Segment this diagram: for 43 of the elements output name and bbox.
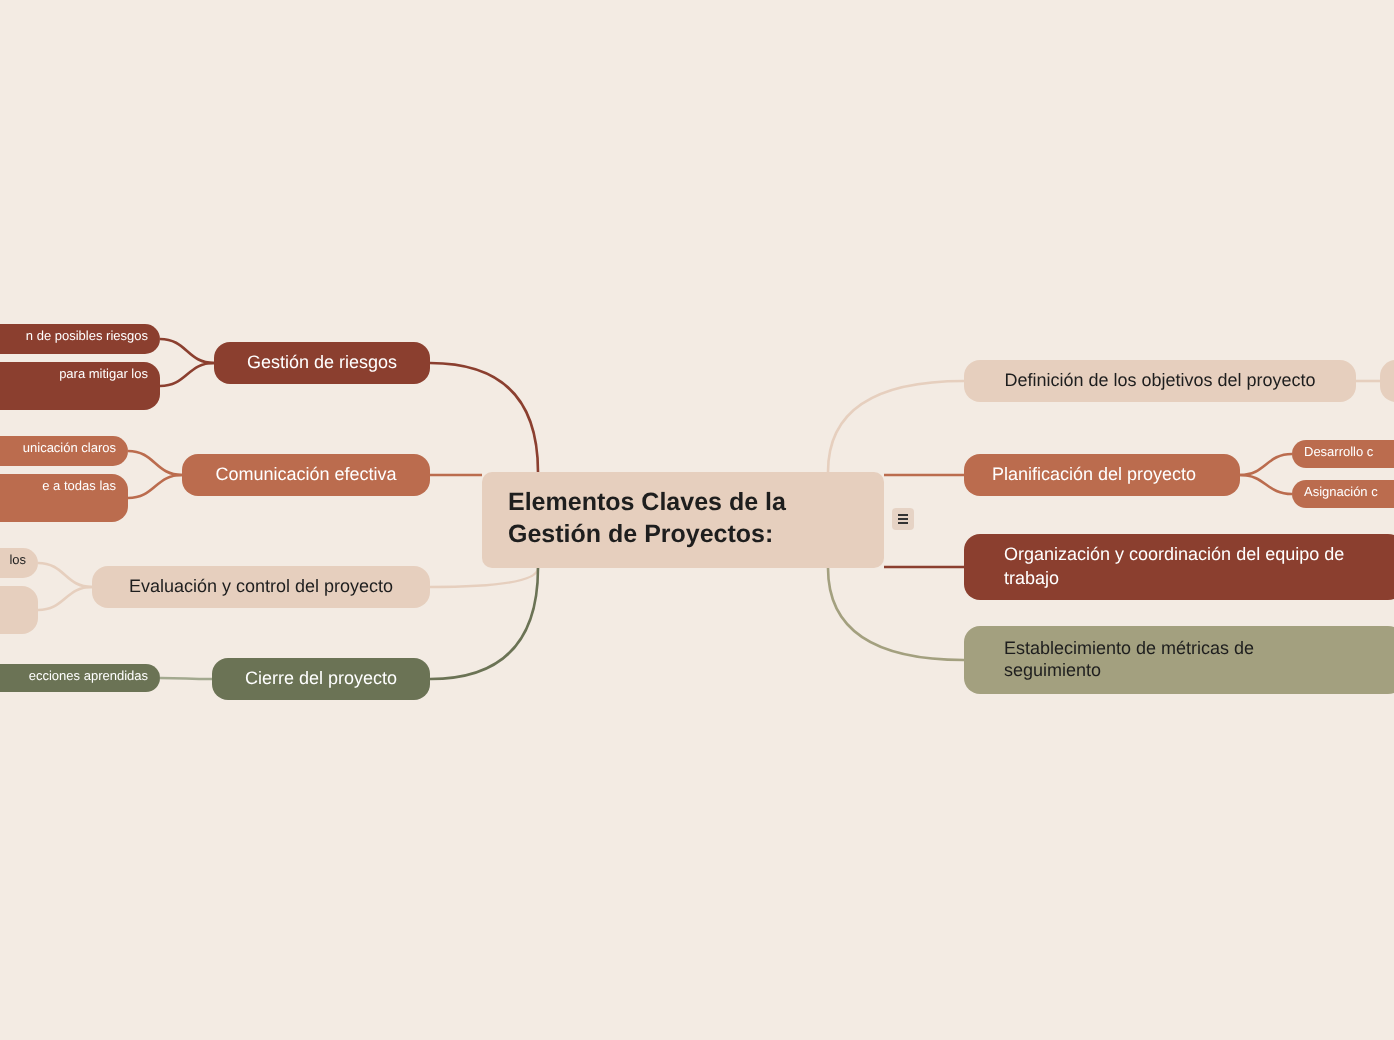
connector-line	[159, 361, 215, 388]
connector-line	[159, 337, 215, 365]
topic-box	[0, 324, 160, 354]
connector-line	[826, 567, 965, 662]
topic-label: Definición de los objetivos del proyecto	[1004, 369, 1316, 393]
topic-box	[182, 454, 430, 496]
topic-box	[1292, 480, 1394, 508]
topic-box	[1292, 440, 1394, 468]
connector-line	[884, 473, 964, 477]
connector-line	[127, 449, 183, 477]
topic-box	[964, 454, 1240, 496]
topic-box	[964, 626, 1394, 694]
topic-label: Comunicación efectiva	[215, 463, 397, 487]
topic-label: Organización y coordinación del equipo de trabajo	[1004, 544, 1347, 590]
connector-line	[429, 567, 540, 681]
topic-label: Establecimiento de métricas de seguimiento	[1004, 637, 1257, 683]
connector-line	[160, 676, 212, 681]
connector-line	[1239, 452, 1293, 477]
topic-box	[0, 362, 160, 410]
topic-box	[214, 342, 430, 384]
connector-line	[430, 473, 482, 477]
connector-line	[429, 361, 540, 473]
topic-label: Gestión de riesgos	[246, 351, 398, 375]
connector-line	[127, 473, 183, 500]
topic-box	[0, 474, 128, 522]
connector-line	[884, 565, 964, 569]
topic-label: Evaluación y control del proyecto	[128, 575, 394, 599]
connector-line	[37, 585, 93, 612]
topic-box	[212, 658, 430, 700]
connector-line	[1239, 473, 1293, 496]
topic-box	[0, 664, 160, 692]
connector-line	[37, 561, 93, 589]
central-topic-box	[482, 472, 884, 568]
connector-line	[826, 379, 965, 473]
central-topic-title: Elementos Claves de la Gestión de Proyectos:	[508, 488, 788, 552]
topic-label: Planificación del proyecto	[992, 463, 1197, 487]
topic-label: Cierre del proyecto	[244, 667, 398, 691]
topic-box	[92, 566, 430, 608]
connector-line	[430, 567, 540, 589]
connector-line	[1356, 379, 1380, 383]
topic-box	[964, 360, 1356, 402]
topic-box	[964, 534, 1394, 600]
topic-box	[0, 436, 128, 466]
